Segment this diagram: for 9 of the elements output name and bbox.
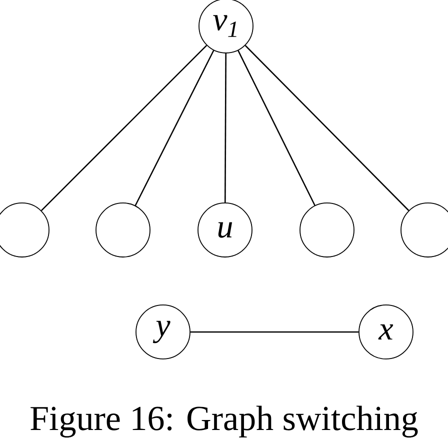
vertex-circle: [96, 202, 150, 258]
caption: Figure 16: Graph switching: [30, 406, 418, 438]
edge-line: [224, 53, 227, 203]
edge-line: [40, 44, 208, 212]
edge-line: [238, 50, 316, 206]
vertex-circle: [300, 202, 354, 258]
edge-line: [190, 331, 359, 333]
edge-line: [134, 50, 214, 206]
edge-line: [244, 45, 410, 211]
